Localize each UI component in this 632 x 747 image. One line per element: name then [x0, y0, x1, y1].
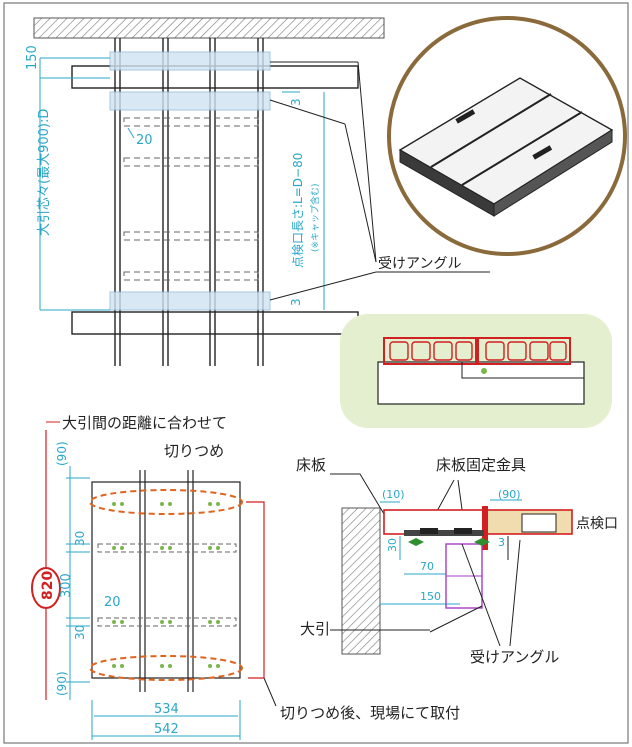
after-cut-leader [263, 677, 277, 707]
cut-note: 大引間の距離に合わせて [62, 414, 227, 432]
green-screws [112, 502, 220, 668]
angle-leader-lines [269, 61, 490, 301]
dim-70: 70 [420, 560, 434, 573]
width-542: 542 [154, 722, 179, 737]
inspection-length-label: 点検口長さ:L=D−80 [291, 153, 305, 268]
cut-zone-bottom [89, 655, 243, 681]
dim-20-left: 20 [104, 595, 121, 610]
angle-label-top: 受けアングル [378, 256, 461, 272]
panel-cells [389, 341, 567, 361]
inspection-length-note: (※キャップ含む) [309, 183, 321, 252]
angle-section [461, 362, 584, 379]
green-arrows [408, 538, 490, 546]
beam-label: 大引 [300, 620, 330, 638]
dim-30-b: 30 [73, 625, 87, 640]
dim-10: (10) [382, 488, 405, 501]
fixture-right [454, 528, 472, 534]
dim-20: 20 [136, 133, 153, 148]
panel-frame [91, 481, 241, 679]
hatch-panel-illustration [398, 77, 614, 217]
angle-leader-b [509, 539, 521, 647]
cut-zone-top [89, 489, 243, 515]
dim-300: 300 [59, 573, 74, 598]
angle-panel-lower [109, 291, 271, 311]
ceiling-slab [33, 17, 385, 39]
width-534: 534 [154, 702, 179, 717]
floor-label: 床板 [296, 456, 326, 474]
latch [521, 513, 557, 533]
bottom-left-plan: 大引間の距離に合わせて 切りつめ 820 (9 [31, 414, 460, 740]
panel-seams [139, 470, 194, 692]
total-820: 820 [40, 571, 56, 600]
beam-leader [429, 605, 483, 633]
bottom-right-section: 床板 床板固定金具 点検口 (10) (90) 3 30 70 150 [296, 456, 618, 666]
concrete-wall [341, 507, 381, 655]
width-dimension-lines [91, 700, 241, 740]
top-plan-drawing: 150 大引芯々(最大900):D 20 点検口長さ:L=D−80 (※キャップ… [25, 17, 490, 366]
angle-panel-top [109, 51, 271, 71]
left-dimension-lines [66, 466, 90, 700]
red-leader-right [246, 501, 265, 679]
dim-150: 150 [25, 45, 40, 70]
angle-flange [404, 530, 484, 536]
floor-leader [330, 473, 385, 515]
dashed-angles [97, 543, 237, 627]
dim-3-right: 3 [498, 536, 505, 549]
after-cut-note: 切りつめ後、現場にて取付 [280, 704, 460, 722]
fixture-label: 床板固定金具 [436, 456, 526, 474]
outer-frame [3, 2, 629, 744]
angle-label-bottom: 受けアングル [470, 648, 559, 666]
dim-90-bottom: (90) [55, 671, 69, 696]
hatch-label: 点検口 [576, 516, 618, 532]
dim-30-right: 30 [386, 538, 399, 552]
dashed-fasteners [123, 117, 259, 281]
joint-cap [482, 506, 488, 550]
beam-span-label: 大引芯々(最大900):D [37, 109, 52, 236]
product-photo [387, 16, 627, 256]
total-820-oval [31, 567, 61, 609]
dim-3-top: 3 [289, 98, 303, 106]
dim-30-a: 30 [73, 531, 87, 546]
angle-leader-a [461, 543, 501, 647]
dim-90-top: (90) [55, 441, 69, 466]
beam-section [377, 361, 585, 405]
dim-90-right: (90) [498, 488, 521, 501]
fixing-bolt [481, 368, 487, 374]
dim-3-bottom: 3 [289, 298, 303, 306]
panel-right [477, 337, 571, 365]
dim-20-leader [127, 127, 135, 139]
fixture-left [420, 528, 438, 534]
angle-panel-upper [109, 91, 271, 111]
dim-150-right: 150 [420, 590, 441, 603]
cut-word: 切りつめ [164, 442, 224, 460]
section-detail-box [340, 314, 612, 428]
panel-left [383, 337, 477, 365]
